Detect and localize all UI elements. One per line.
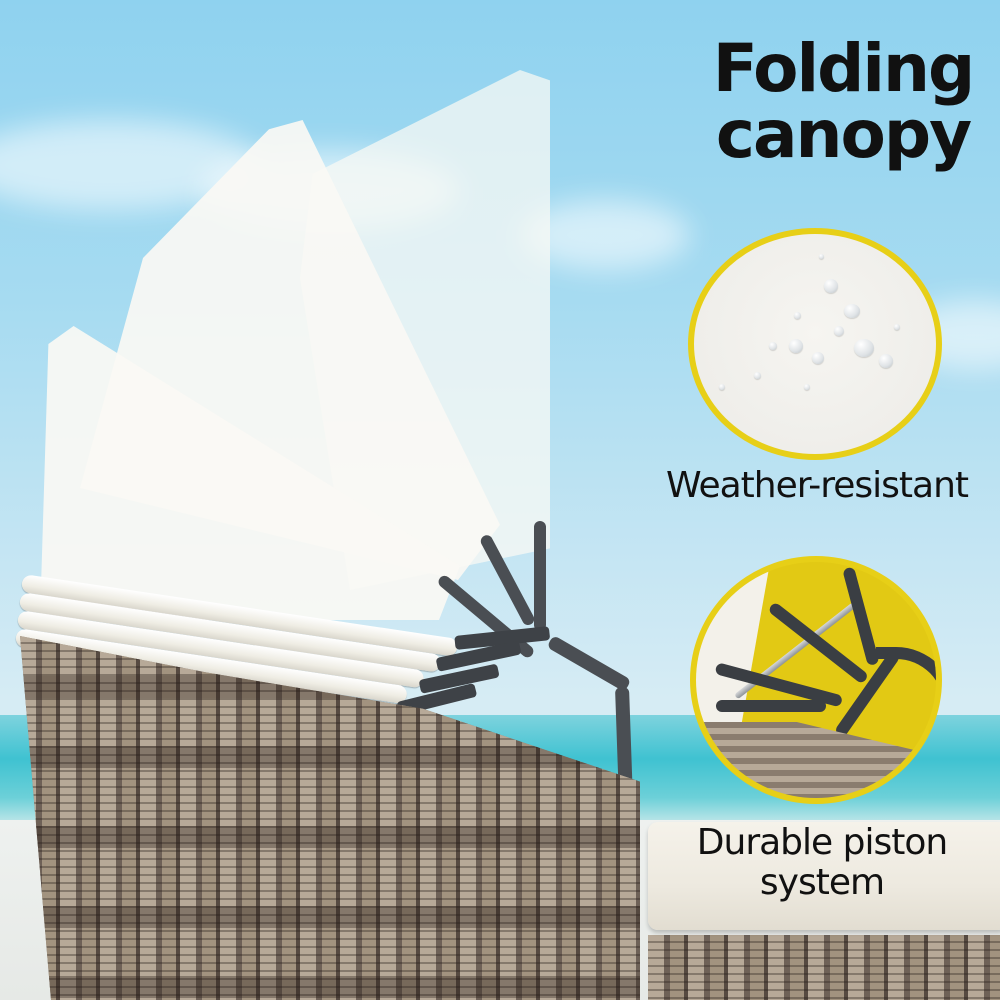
piston-system-badge xyxy=(690,556,942,804)
piston-system-label-line-2: system xyxy=(759,862,885,903)
wicker-base xyxy=(648,935,1000,1000)
headline-line-2: canopy xyxy=(715,96,972,173)
headline-line-1: Folding xyxy=(712,30,975,107)
piston-system-label: Durable piston system xyxy=(672,823,972,903)
piston-system-label-line-1: Durable piston xyxy=(696,822,948,863)
seat-cushion xyxy=(648,822,1000,930)
weather-resistant-badge xyxy=(688,228,942,460)
weather-resistant-label: Weather-resistant xyxy=(665,465,969,506)
canopy-pole xyxy=(534,521,546,631)
headline: Folding canopy xyxy=(708,36,978,168)
armrest-frame xyxy=(546,634,632,693)
